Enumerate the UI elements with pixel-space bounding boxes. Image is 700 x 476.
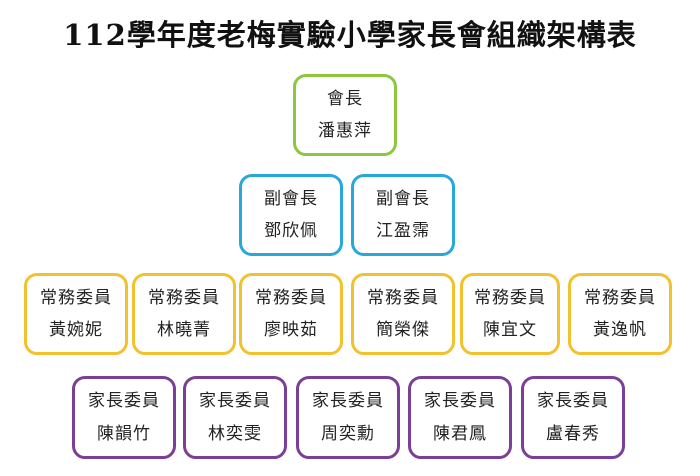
page-title: 112學年度老梅實驗小學家長會組織架構表 [63, 18, 637, 52]
parent-member-role: 家長委員 [88, 391, 160, 412]
standing-member-name: 林曉菁 [157, 320, 211, 340]
parent-member-role: 家長委員 [199, 391, 271, 412]
vice-president-role: 副會長 [264, 188, 318, 209]
vice-president-role: 副會長 [376, 188, 430, 209]
standing-member-name: 陳宜文 [483, 320, 537, 340]
parent-member-name: 陳韻竹 [97, 423, 151, 444]
president-box: 會長 潘惠萍 [293, 74, 397, 156]
parent-member-name: 陳君鳳 [433, 423, 487, 444]
parent-member-box: 家長委員 陳君鳳 [408, 376, 512, 459]
standing-member-role: 常務委員 [367, 287, 439, 308]
parent-member-box: 家長委員 林奕雯 [183, 376, 287, 459]
standing-member-box: 常務委員 黃婉妮 [24, 273, 128, 355]
parent-member-role: 家長委員 [537, 391, 609, 412]
parent-member-name: 盧春秀 [546, 423, 600, 444]
president-role: 會長 [327, 88, 363, 109]
vice-president-box: 副會長 江盈霈 [351, 174, 455, 256]
standing-member-role: 常務委員 [474, 287, 546, 308]
standing-member-role: 常務委員 [255, 287, 327, 308]
standing-member-name: 廖映茹 [264, 320, 318, 340]
parent-member-name: 林奕雯 [208, 423, 262, 444]
standing-member-box: 常務委員 林曉菁 [132, 273, 236, 355]
standing-member-box: 常務委員 廖映茹 [239, 273, 343, 355]
parent-member-box: 家長委員 周奕勳 [296, 376, 400, 459]
standing-member-role: 常務委員 [148, 287, 220, 308]
standing-member-name: 黃逸帆 [593, 320, 647, 340]
vice-president-name: 鄧欣佩 [264, 221, 318, 241]
standing-member-name: 黃婉妮 [49, 320, 103, 340]
parent-member-box: 家長委員 陳韻竹 [72, 376, 176, 459]
parent-member-box: 家長委員 盧春秀 [521, 376, 625, 459]
parent-member-role: 家長委員 [312, 391, 384, 412]
standing-member-name: 簡榮傑 [376, 320, 430, 340]
standing-member-box: 常務委員 黃逸帆 [568, 273, 672, 355]
standing-member-role: 常務委員 [40, 287, 112, 308]
standing-member-box: 常務委員 簡榮傑 [351, 273, 455, 355]
standing-member-role: 常務委員 [584, 287, 656, 308]
parent-member-role: 家長委員 [424, 391, 496, 412]
parent-member-name: 周奕勳 [321, 423, 375, 444]
vice-president-box: 副會長 鄧欣佩 [239, 174, 343, 256]
vice-president-name: 江盈霈 [376, 221, 430, 241]
president-name: 潘惠萍 [318, 121, 372, 141]
standing-member-box: 常務委員 陳宜文 [460, 273, 560, 355]
